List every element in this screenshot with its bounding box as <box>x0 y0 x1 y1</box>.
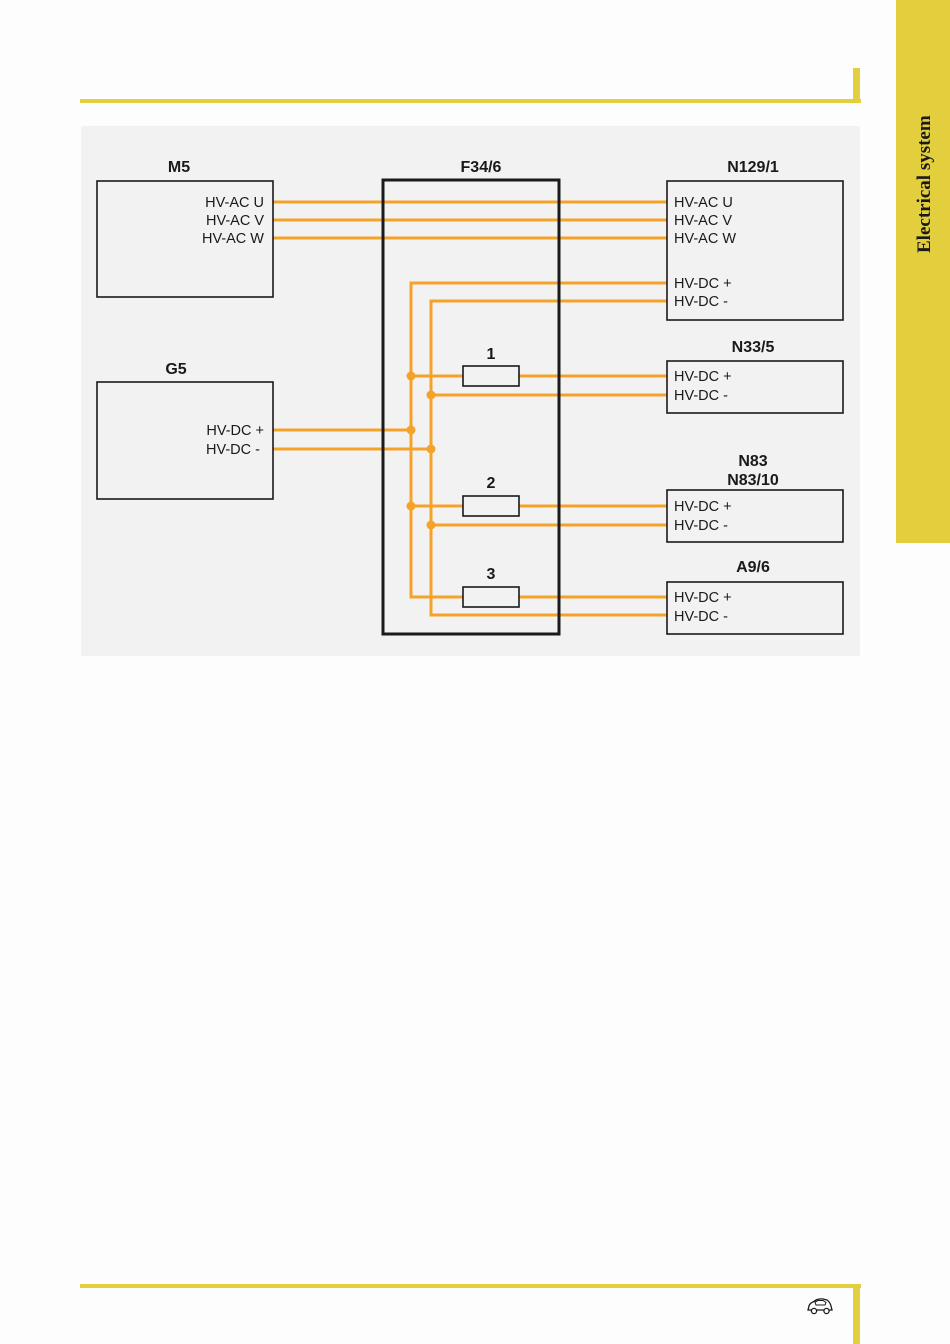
n33-pin-label: HV-DC + <box>674 369 732 385</box>
a9-pin-label: HV-DC + <box>674 590 732 606</box>
m5-pin-label: HV-AC W <box>202 231 264 247</box>
n83-pin-label: HV-DC + <box>674 499 732 515</box>
n33-pin-label: HV-DC - <box>674 388 728 404</box>
component-n83-title-2: N83/10 <box>727 472 779 489</box>
a9-pin-label: HV-DC - <box>674 609 728 625</box>
footer-rule <box>80 1284 861 1288</box>
m5-pin-label: HV-AC U <box>205 195 264 211</box>
junction-dot <box>407 372 416 381</box>
m5-pin-label: HV-AC V <box>206 213 264 229</box>
g5-pin-label: HV-DC - <box>206 442 260 458</box>
footer-rule-end <box>853 1284 860 1344</box>
component-n83-title-1: N83 <box>738 453 767 470</box>
junction-dot <box>427 521 436 530</box>
n129-pin-label: HV-AC W <box>674 231 736 247</box>
n129-pin-label: HV-AC V <box>674 213 732 229</box>
component-g5-title: G5 <box>165 361 186 378</box>
junction-dot <box>407 426 416 435</box>
n129-pin-label: HV-DC - <box>674 294 728 310</box>
wiring-diagram: M5 G5 F34/6 N129/1 N33/5 N83 N83/10 A9/6… <box>0 0 950 700</box>
component-f34-title: F34/6 <box>461 159 502 176</box>
car-icon <box>806 1297 834 1317</box>
component-a9-title: A9/6 <box>736 559 770 576</box>
junction-dot <box>407 502 416 511</box>
fuse-1 <box>463 366 519 386</box>
diagram-panel <box>81 126 860 656</box>
g5-pin-label: HV-DC + <box>206 423 264 439</box>
junction-dot <box>427 391 436 400</box>
fuse-1-label: 1 <box>487 346 496 363</box>
fuse-2-label: 2 <box>487 475 496 492</box>
fuse-3-label: 3 <box>487 566 496 583</box>
n129-pin-label: HV-AC U <box>674 195 733 211</box>
n83-pin-label: HV-DC - <box>674 518 728 534</box>
junction-dot <box>427 445 436 454</box>
fuse-2 <box>463 496 519 516</box>
n129-pin-label: HV-DC + <box>674 276 732 292</box>
component-n129-title: N129/1 <box>727 159 779 176</box>
component-m5-title: M5 <box>168 159 190 176</box>
fuse-3 <box>463 587 519 607</box>
component-n33-title: N33/5 <box>732 339 775 356</box>
